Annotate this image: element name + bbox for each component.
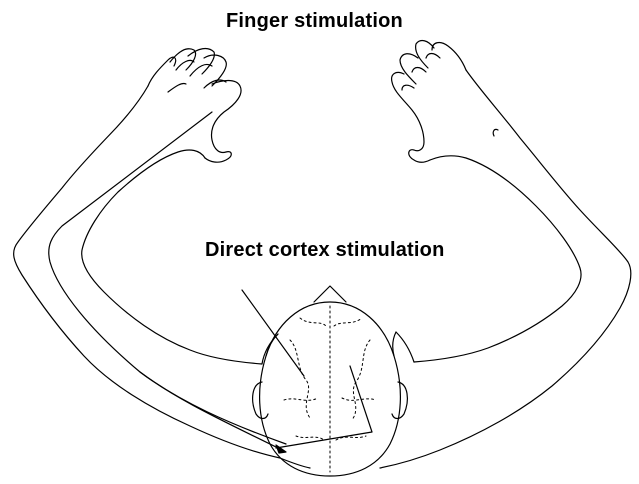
left-hand-fingers-detail <box>168 60 226 92</box>
right-arm-outer <box>380 70 631 468</box>
left-hand <box>148 49 241 163</box>
electrode-region <box>276 366 372 448</box>
torso-lines <box>266 332 396 356</box>
right-hand-fingers-detail <box>402 54 498 137</box>
left-arm-inner <box>82 150 262 364</box>
nose <box>314 286 346 302</box>
right-hand <box>392 41 466 163</box>
right-shoulder <box>396 332 414 362</box>
left-arm-outer <box>14 86 310 468</box>
brain-detail <box>284 306 376 472</box>
right-arm-inner <box>414 156 581 362</box>
